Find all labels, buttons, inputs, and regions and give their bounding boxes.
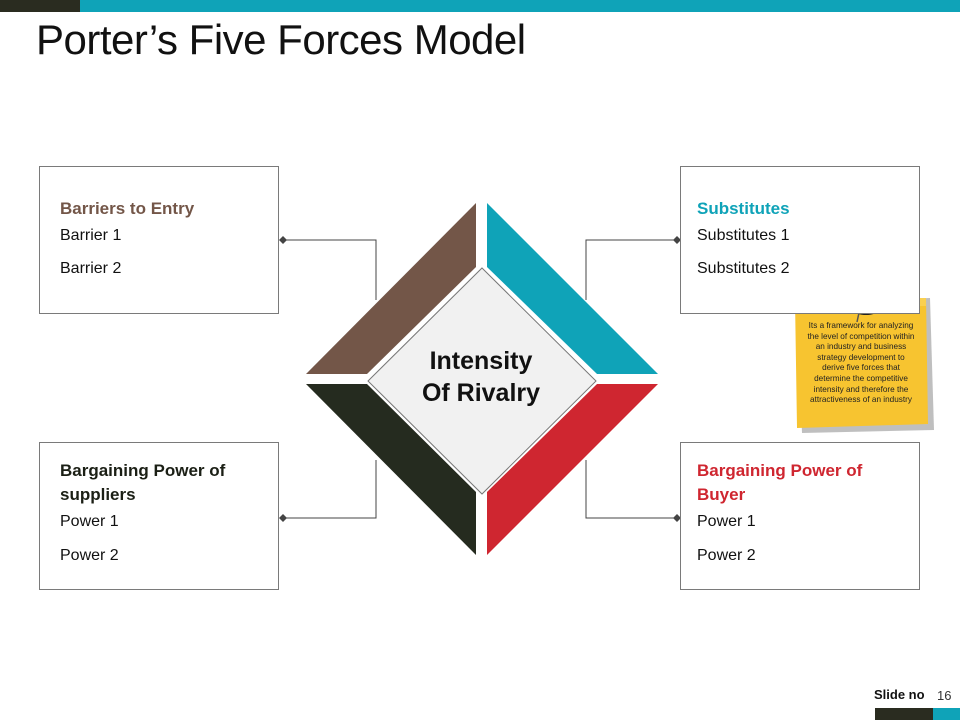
force-item: Barrier 2 [60, 260, 122, 277]
quadrant-suppliers [306, 384, 476, 555]
quadrant-barriers [306, 203, 476, 374]
center-label-line2: Of Rivalry [421, 379, 541, 407]
connector-top-right [585, 239, 677, 300]
force-box-buyer: Bargaining Power of Buyer Power 1 Power … [680, 442, 920, 590]
top-bar-teal [80, 0, 960, 12]
quadrant-substitutes [487, 203, 658, 374]
connector-bottom-left [283, 460, 377, 519]
slide-title: Porter’s Five Forces Model [36, 16, 526, 63]
force-item: Power 2 [697, 547, 756, 564]
slide-number: 16 [937, 688, 952, 703]
force-heading: Bargaining Power of suppliers [60, 461, 226, 504]
force-item: Power 1 [60, 513, 119, 530]
center-label: Intensity Of Rivalry [381, 345, 581, 409]
force-box-suppliers: Bargaining Power of suppliers Power 1 Po… [39, 442, 279, 590]
bottom-bar-teal [933, 708, 960, 720]
connector-dots [279, 236, 681, 522]
sticky-note [795, 298, 934, 433]
force-item: Power 2 [60, 547, 119, 564]
force-heading: Barriers to Entry [60, 199, 195, 218]
quadrant-buyer [487, 384, 658, 555]
force-item: Substitutes 2 [697, 260, 790, 277]
connector-lines [283, 239, 677, 519]
force-item: Substitutes 1 [697, 227, 790, 244]
force-item: Power 1 [697, 513, 756, 530]
force-item: Barrier 1 [60, 227, 122, 244]
bottom-bar-dark [875, 708, 933, 720]
top-bar-dark [0, 0, 80, 12]
center-label-line1: Intensity [429, 347, 533, 375]
slide-number-label: Slide no [874, 687, 925, 702]
connector-top-left [283, 239, 377, 300]
force-heading: Substitutes [697, 199, 790, 218]
force-box-barriers: Barriers to Entry Barrier 1 Barrier 2 [39, 166, 279, 314]
connector-bottom-right [585, 460, 677, 519]
center-diamond [367, 267, 597, 495]
sticky-note-text: Its a framework for analyzing the level … [807, 321, 915, 405]
force-box-substitutes: Substitutes Substitutes 1 Substitutes 2 [680, 166, 920, 314]
force-heading: Bargaining Power of Buyer [697, 461, 863, 504]
